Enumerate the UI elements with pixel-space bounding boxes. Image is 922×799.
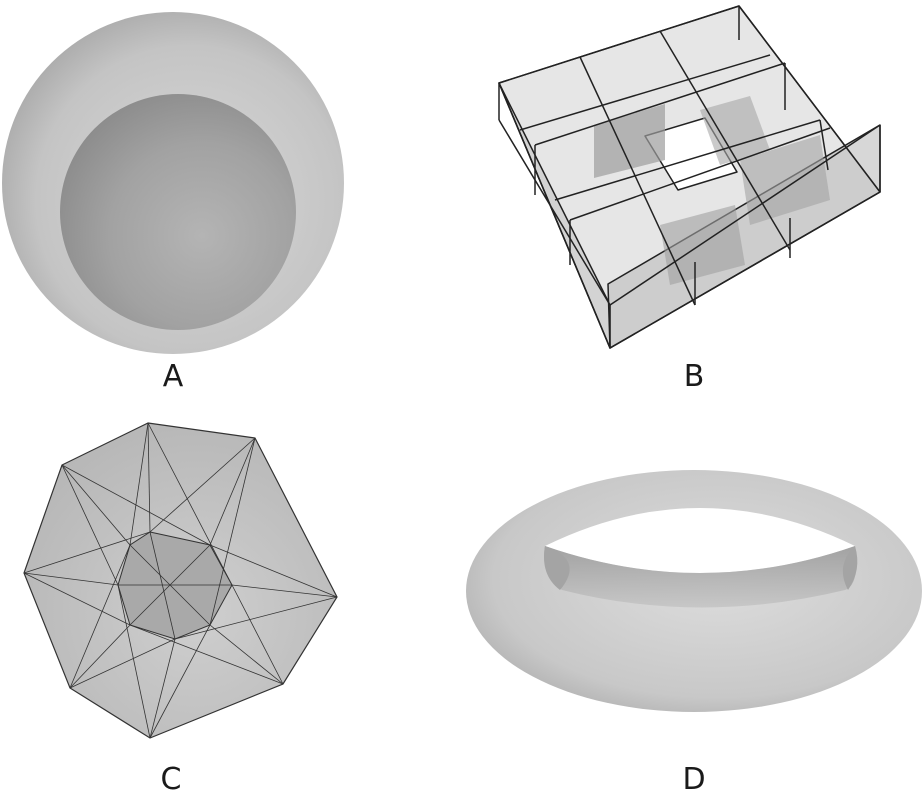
panel-label-b: B	[664, 360, 724, 394]
panel-d-torus	[466, 470, 922, 712]
panel-a-hollow-sphere	[2, 12, 344, 354]
panel-label-d: D	[664, 763, 724, 797]
inner-sphere-cavity	[60, 94, 296, 330]
panel-label-c: C	[141, 763, 201, 797]
panel-c-octagon-mesh	[24, 423, 337, 738]
panel-b-cube-grid	[499, 6, 880, 348]
panel-label-a: A	[143, 360, 203, 394]
